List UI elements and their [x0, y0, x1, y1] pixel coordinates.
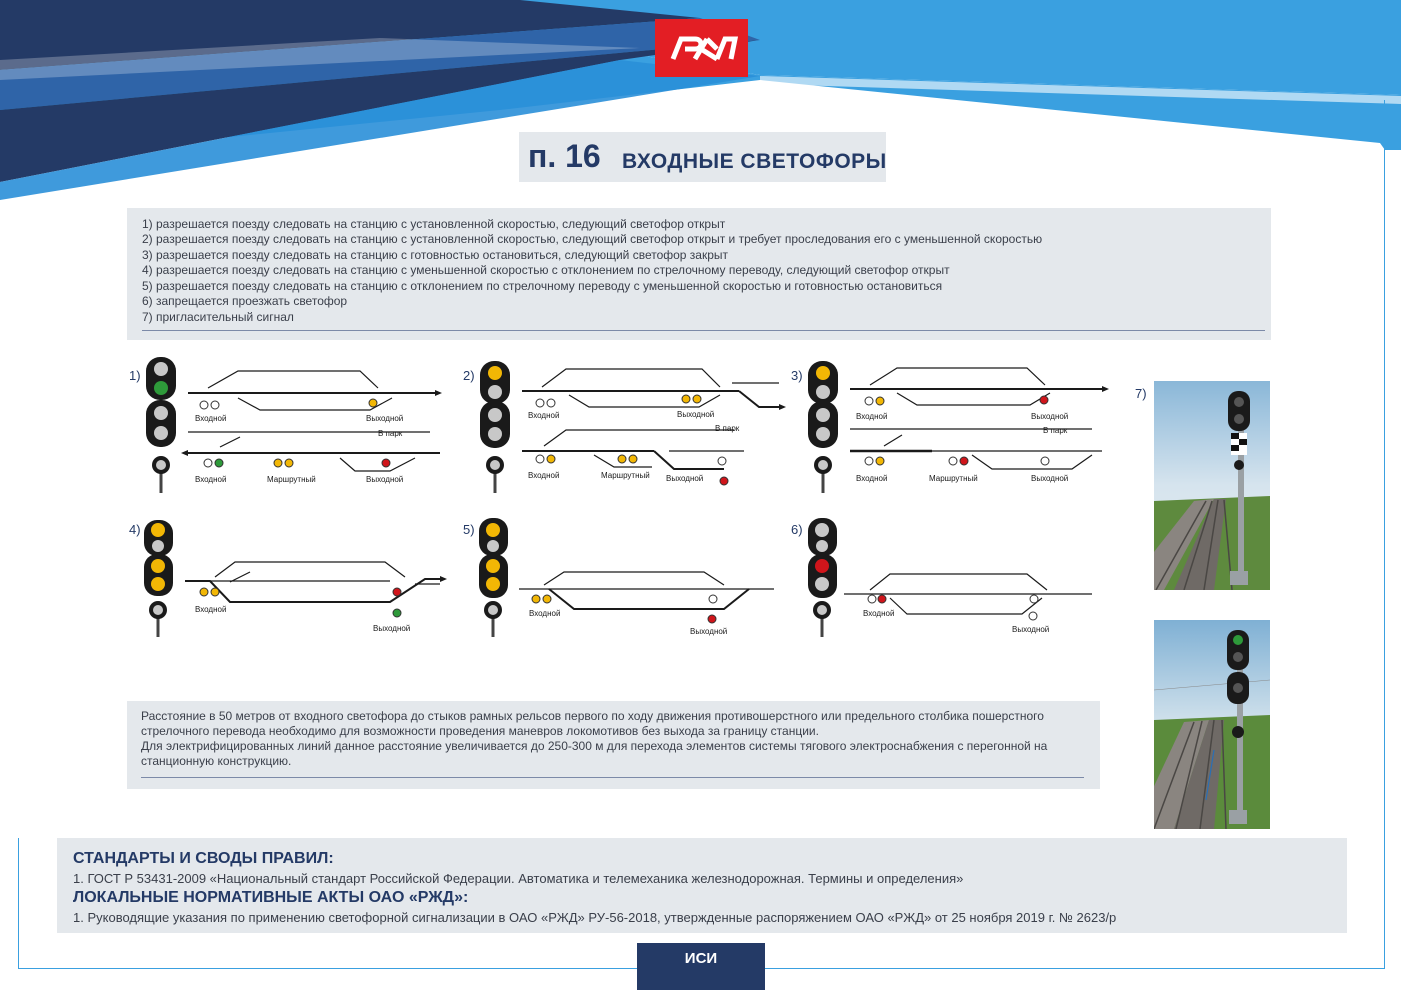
track-plan [185, 561, 440, 603]
aspect-item-7: 7) пригласительный сигнал [142, 310, 294, 324]
label-entry: Входной [856, 412, 887, 421]
signal-mast [480, 361, 510, 493]
label-route: Маршрутный [267, 475, 316, 484]
label-exit: Выходной [690, 627, 727, 636]
label-park: В парк [715, 424, 740, 433]
note-line-2: стрелочного перевода необходимо для возм… [141, 724, 819, 738]
local-acts-heading: ЛОКАЛЬНЫЕ НОРМАТИВНЫЕ АКТЫ ОАО «РЖД»: [73, 889, 469, 906]
label-route: Маршрутный [929, 474, 978, 483]
label-entry-2: Входной [528, 471, 559, 480]
signal-mast [479, 518, 508, 637]
track-plan-top [188, 370, 440, 472]
track-signals [864, 395, 1050, 466]
signal-mast [808, 518, 837, 637]
diagram-number-6: 6) [791, 522, 803, 537]
label-exit: Выходной [1012, 625, 1049, 634]
standards-box: СТАНДАРТЫ И СВОДЫ ПРАВИЛ: 1. ГОСТ Р 5343… [57, 838, 1347, 933]
aspects-divider [142, 330, 1265, 331]
label-exit-2: Выходной [666, 474, 703, 483]
label-exit: Выходной [373, 624, 410, 633]
label-entry: Входной [195, 605, 226, 614]
track-plan [844, 573, 1092, 615]
label-park: В парк [1043, 426, 1068, 435]
local-acts-item-1: 1. Руководящие указания по применению св… [73, 910, 1117, 925]
distance-note: Расстояние в 50 метров от входного свето… [127, 701, 1100, 789]
photo-signal-1 [1154, 381, 1270, 590]
aspect-item-6: 6) запрещается проезжать светофор [142, 294, 348, 308]
track-signals [535, 394, 729, 486]
aspects-list: 1) разрешается поезду следовать на станц… [127, 208, 1271, 340]
signal-mast [808, 361, 838, 493]
track-plan [522, 368, 779, 470]
aspect-item-5: 5) разрешается поезду следовать на станц… [142, 279, 943, 293]
label-route: Маршрутный [601, 471, 650, 480]
page-title-box: п. 16 ВХОДНЫЕ СВЕТОФОРЫ [519, 132, 886, 182]
diagram-number-4: 4) [129, 522, 141, 537]
note-line-3: Для электрифицированных линий данное рас… [141, 739, 1048, 753]
rzd-logo [655, 19, 748, 77]
diagram-1: Входной Выходной В парк Входной Маршрутн… [146, 357, 442, 493]
label-entry-2: Входной [195, 475, 226, 484]
track-signals [867, 594, 1039, 621]
page-title: ВХОДНЫЕ СВЕТОФОРЫ [622, 150, 887, 173]
note-line-4: станционную конструкцию. [141, 754, 292, 768]
label-entry: Входной [529, 609, 560, 618]
signal-mast [146, 357, 176, 493]
diagram-number-1: 1) [129, 368, 141, 383]
frame-left [18, 838, 19, 969]
label-entry: Входной [863, 609, 894, 618]
track-signals [199, 587, 402, 618]
label-exit: Выходной [366, 414, 403, 423]
label-park: В парк [378, 429, 403, 438]
photo-signal-2 [1154, 620, 1270, 829]
diagram-number-2: 2) [463, 368, 475, 383]
track-plan [519, 571, 774, 610]
label-entry: Входной [195, 414, 226, 423]
diagram-6: Входной Выходной [808, 518, 1092, 637]
aspect-item-3: 3) разрешается поезду следовать на станц… [142, 248, 729, 262]
label-exit-2: Выходной [1031, 474, 1068, 483]
label-exit-2: Выходной [366, 475, 403, 484]
track-signals [531, 594, 718, 624]
label-entry-2: Входной [856, 474, 887, 483]
diagram-number-5: 5) [463, 522, 475, 537]
label-entry: Входной [528, 411, 559, 420]
label-exit: Выходной [677, 410, 714, 419]
label-exit: Выходной [1031, 412, 1068, 421]
diagram-number-3: 3) [791, 368, 803, 383]
diagram-2: Входной Выходной В парк Входной Маршрутн… [480, 361, 786, 493]
note-divider [141, 777, 1084, 778]
signal-mast [144, 520, 173, 637]
standards-heading: СТАНДАРТЫ И СВОДЫ ПРАВИЛ: [73, 850, 334, 867]
diagram-5: Входной Выходной [479, 518, 774, 637]
rzd-logo-mark [670, 36, 739, 62]
page-title-number: п. 16 [528, 138, 601, 174]
diagram-number-7: 7) [1135, 386, 1147, 401]
footer-label-text: ИСИ [684, 950, 718, 967]
diagram-4: Входной Выходной [144, 520, 447, 637]
aspect-item-4: 4) разрешается поезду следовать на станц… [142, 263, 950, 277]
frame-right [1384, 100, 1385, 969]
aspect-item-1: 1) разрешается поезду следовать на станц… [142, 217, 726, 231]
aspect-item-2: 2) разрешается поезду следовать на станц… [142, 232, 1043, 246]
footer-section-label: ИСИ [637, 943, 765, 990]
diagram-3: Входной Выходной В парк Входной Маршрутн… [808, 361, 1109, 493]
track-plan [850, 367, 1102, 470]
track-signals [199, 398, 391, 468]
standards-item-1: 1. ГОСТ Р 53431-2009 «Национальный станд… [73, 871, 964, 886]
note-line-1: Расстояние в 50 метров от входного свето… [141, 709, 1044, 723]
